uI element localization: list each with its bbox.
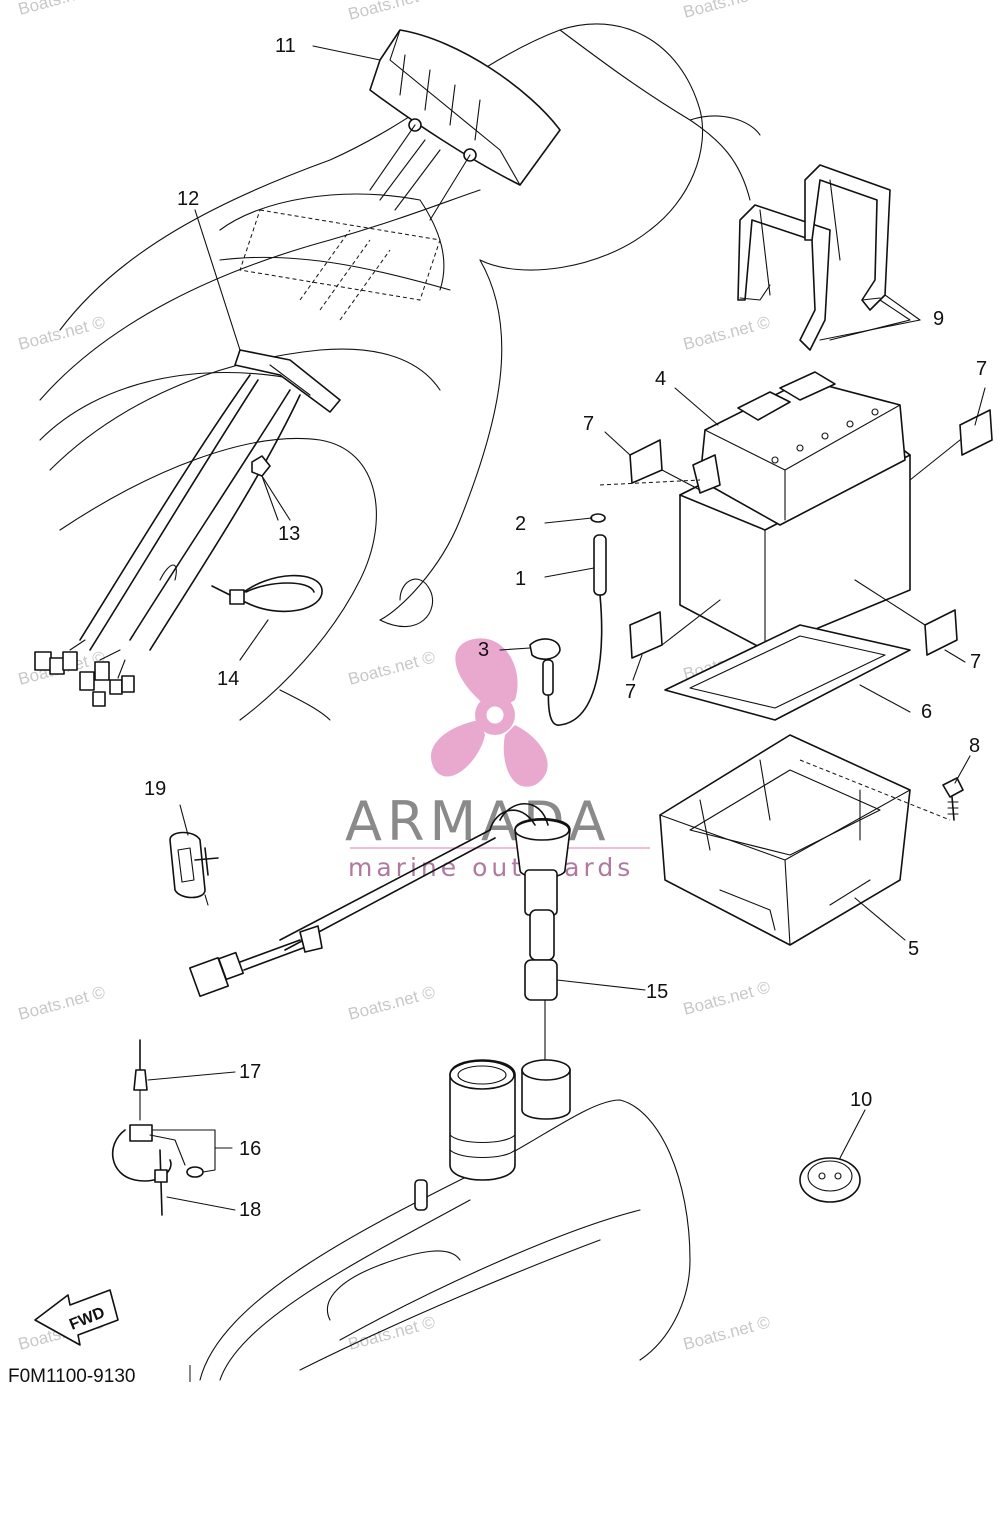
- watermark: Boats.net ©: [346, 1312, 437, 1354]
- brand-name: ARMADA: [345, 790, 611, 853]
- part-13-clip: [251, 455, 279, 521]
- callout-labels: 11 12 13 14 9 4 7 7 7 7 2 1 3 6 8 5 19 1…: [144, 35, 987, 1221]
- part-18-cable-tie: [154, 1149, 168, 1216]
- callout-16: 16: [239, 1138, 261, 1160]
- callout-11: 11: [275, 35, 296, 57]
- part-6-mat: [664, 624, 911, 721]
- callout-7: 7: [976, 358, 987, 380]
- callout-12: 12: [177, 188, 199, 210]
- callout-3: 3: [478, 639, 489, 661]
- callout-17: 17: [239, 1061, 261, 1083]
- brand-tagline: marine outboards: [348, 853, 634, 882]
- part-19-cap: [169, 831, 219, 906]
- lower-hull-outline: [199, 1059, 691, 1381]
- callout-19: 19: [144, 778, 166, 800]
- watermark: Boats.net ©: [681, 312, 772, 354]
- watermark: Boats.net ©: [16, 312, 107, 354]
- leader-lines: [147, 45, 986, 1211]
- callout-7: 7: [625, 681, 636, 703]
- part-5-battery-box: [659, 734, 951, 946]
- part-15-sensor: [489, 802, 571, 1061]
- callout-9: 9: [933, 308, 944, 330]
- propeller-logo-icon: [431, 638, 548, 787]
- callout-10: 10: [850, 1089, 872, 1111]
- part-1-breather-pipe: [547, 534, 607, 726]
- part-9-battery-bands: [737, 164, 921, 351]
- part-12-bracket: [234, 349, 341, 413]
- callout-2: 2: [515, 513, 526, 535]
- watermark: Boats.net ©: [16, 982, 107, 1024]
- callout-15: 15: [646, 981, 668, 1003]
- part-2-washer: [590, 513, 606, 523]
- callout-13: 13: [278, 523, 300, 545]
- callout-5: 5: [908, 938, 919, 960]
- part-4-battery: [599, 371, 911, 651]
- callout-18: 18: [239, 1199, 261, 1221]
- connector-cluster-left: [34, 639, 135, 707]
- callout-14: 14: [217, 668, 239, 690]
- sensor-lead-wire: [188, 829, 496, 998]
- callout-7: 7: [970, 651, 981, 673]
- part-8-bolt: [942, 777, 964, 821]
- watermark: Boats.net ©: [681, 0, 772, 22]
- part-11-meter: [369, 29, 561, 221]
- callout-4: 4: [655, 368, 666, 390]
- part-10-grommet: [799, 1157, 861, 1203]
- watermark: Boats.net ©: [16, 0, 107, 19]
- callout-8: 8: [969, 735, 980, 757]
- callout-1: 1: [515, 568, 526, 590]
- watermark: Boats.net ©: [346, 647, 437, 689]
- part-7-pads: [629, 409, 993, 659]
- watermark: Boats.net ©: [681, 1312, 772, 1354]
- part-3-hose-clip: [529, 638, 561, 696]
- callout-6: 6: [921, 701, 932, 723]
- part-14-cable-tie: [211, 574, 323, 661]
- propeller-center: [483, 703, 507, 727]
- watermark: Boats.net ©: [681, 977, 772, 1019]
- drawing-code: F0M1100-9130: [8, 1366, 135, 1387]
- part-17-rivet: [133, 1039, 148, 1121]
- wire-harness: [34, 374, 301, 707]
- hull-body-outline: [39, 23, 761, 721]
- watermark: Boats.net ©: [346, 0, 437, 24]
- callout-7: 7: [583, 413, 594, 435]
- watermark: Boats.net ©: [346, 982, 437, 1024]
